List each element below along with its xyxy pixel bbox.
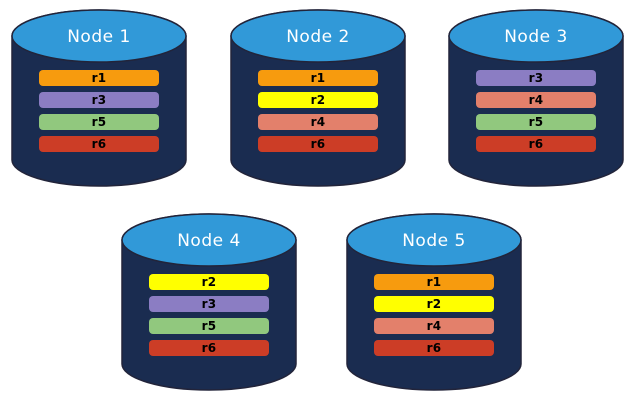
replica-label: r6 <box>426 341 442 355</box>
replica-label: r6 <box>528 137 544 151</box>
replica-bar[interactable]: r6 <box>374 340 494 356</box>
replica-bar[interactable]: r2 <box>149 274 269 290</box>
replica-bar[interactable]: r1 <box>374 274 494 290</box>
replica-stack: r1 r3 r5 r6 <box>10 70 188 152</box>
replica-bar[interactable]: r6 <box>476 136 596 152</box>
replica-bar[interactable]: r6 <box>39 136 159 152</box>
replica-bar[interactable]: r6 <box>149 340 269 356</box>
replica-label: r4 <box>528 93 544 107</box>
replica-label: r1 <box>310 71 326 85</box>
replica-label: r2 <box>310 93 326 107</box>
replica-bar[interactable]: r2 <box>258 92 378 108</box>
replica-bar[interactable]: r4 <box>374 318 494 334</box>
replica-label: r5 <box>91 115 107 129</box>
replica-bar[interactable]: r1 <box>39 70 159 86</box>
cylinder-top-ellipse <box>346 213 522 267</box>
replica-bar[interactable]: r3 <box>149 296 269 312</box>
replica-label: r1 <box>91 71 107 85</box>
replica-label: r5 <box>528 115 544 129</box>
replica-label: r6 <box>201 341 217 355</box>
replica-label: r2 <box>201 275 217 289</box>
replica-bar[interactable]: r1 <box>258 70 378 86</box>
replica-label: r4 <box>310 115 326 129</box>
cylinder-top-ellipse <box>11 9 187 63</box>
replica-bar[interactable]: r2 <box>374 296 494 312</box>
replica-label: r4 <box>426 319 442 333</box>
replica-stack: r1 r2 r4 r6 <box>229 70 407 152</box>
replica-stack: r3 r4 r5 r6 <box>447 70 625 152</box>
replica-label: r2 <box>426 297 442 311</box>
replica-bar[interactable]: r5 <box>39 114 159 130</box>
replica-label: r3 <box>201 297 217 311</box>
replica-bar[interactable]: r4 <box>258 114 378 130</box>
replica-bar[interactable]: r6 <box>258 136 378 152</box>
replica-label: r6 <box>310 137 326 151</box>
replica-label: r3 <box>91 93 107 107</box>
replica-stack: r1 r2 r4 r6 <box>345 274 523 356</box>
replica-bar[interactable]: r4 <box>476 92 596 108</box>
replica-label: r3 <box>528 71 544 85</box>
replica-bar[interactable]: r5 <box>149 318 269 334</box>
replica-stack: r2 r3 r5 r6 <box>120 274 298 356</box>
replica-bar[interactable]: r3 <box>476 70 596 86</box>
cylinder-top-ellipse <box>448 9 624 63</box>
replica-label: r6 <box>91 137 107 151</box>
replica-label: r1 <box>426 275 442 289</box>
cylinder-top-ellipse <box>121 213 297 267</box>
replica-bar[interactable]: r5 <box>476 114 596 130</box>
cylinder-top-ellipse <box>230 9 406 63</box>
replica-label: r5 <box>201 319 217 333</box>
replica-bar[interactable]: r3 <box>39 92 159 108</box>
